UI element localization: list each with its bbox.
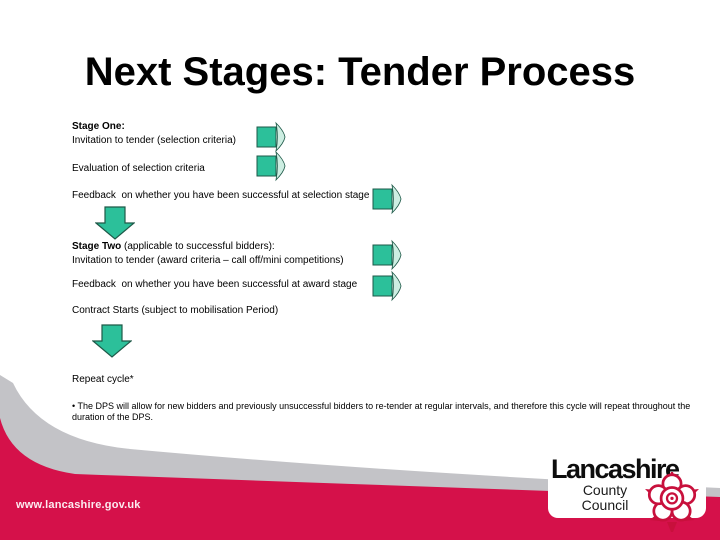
right-arrow-icon (372, 270, 402, 302)
stage-two-heading: Stage Two (applicable to successful bidd… (72, 241, 275, 253)
dps-footnote: • The DPS will allow for new bidders and… (72, 401, 691, 422)
stage-one-invitation: Invitation to tender (selection criteria… (72, 135, 236, 146)
stage-two-invitation: Invitation to tender (award criteria – c… (72, 255, 344, 266)
down-arrow-icon (95, 206, 135, 240)
lancashire-logo: Lancashire County Council (548, 454, 706, 532)
repeat-cycle: Repeat cycle* (72, 374, 134, 385)
stage-two-heading-bold: Stage Two (72, 241, 122, 252)
stage-two-heading-rest: (applicable to successful bidders): (121, 241, 275, 252)
logo-name-text: Lancashire (551, 454, 680, 484)
slide-title: Next Stages: Tender Process (84, 50, 636, 94)
stage-one-feedback: Feedback on whether you have been succes… (72, 190, 370, 201)
right-arrow-icon (372, 239, 402, 271)
footer-url: www.lancashire.gov.uk (16, 499, 141, 511)
down-arrow-icon (92, 324, 132, 358)
stage-one-evaluation: Evaluation of selection criteria (72, 163, 205, 174)
logo-county: County (582, 482, 628, 498)
stage-one-heading: Stage One: (72, 121, 125, 132)
logo-subtext: County Council (566, 483, 644, 513)
logo-council: Council (581, 497, 629, 513)
red-band (0, 418, 720, 540)
stage-two-feedback: Feedback on whether you have been succes… (72, 279, 358, 290)
lancashire-rose-icon (645, 472, 699, 532)
content-area (0, 0, 720, 488)
right-arrow-icon (372, 183, 402, 215)
right-arrow-icon (256, 121, 286, 153)
contract-starts: Contract Starts (subject to mobilisation… (72, 305, 279, 316)
right-arrow-icon (256, 150, 286, 182)
